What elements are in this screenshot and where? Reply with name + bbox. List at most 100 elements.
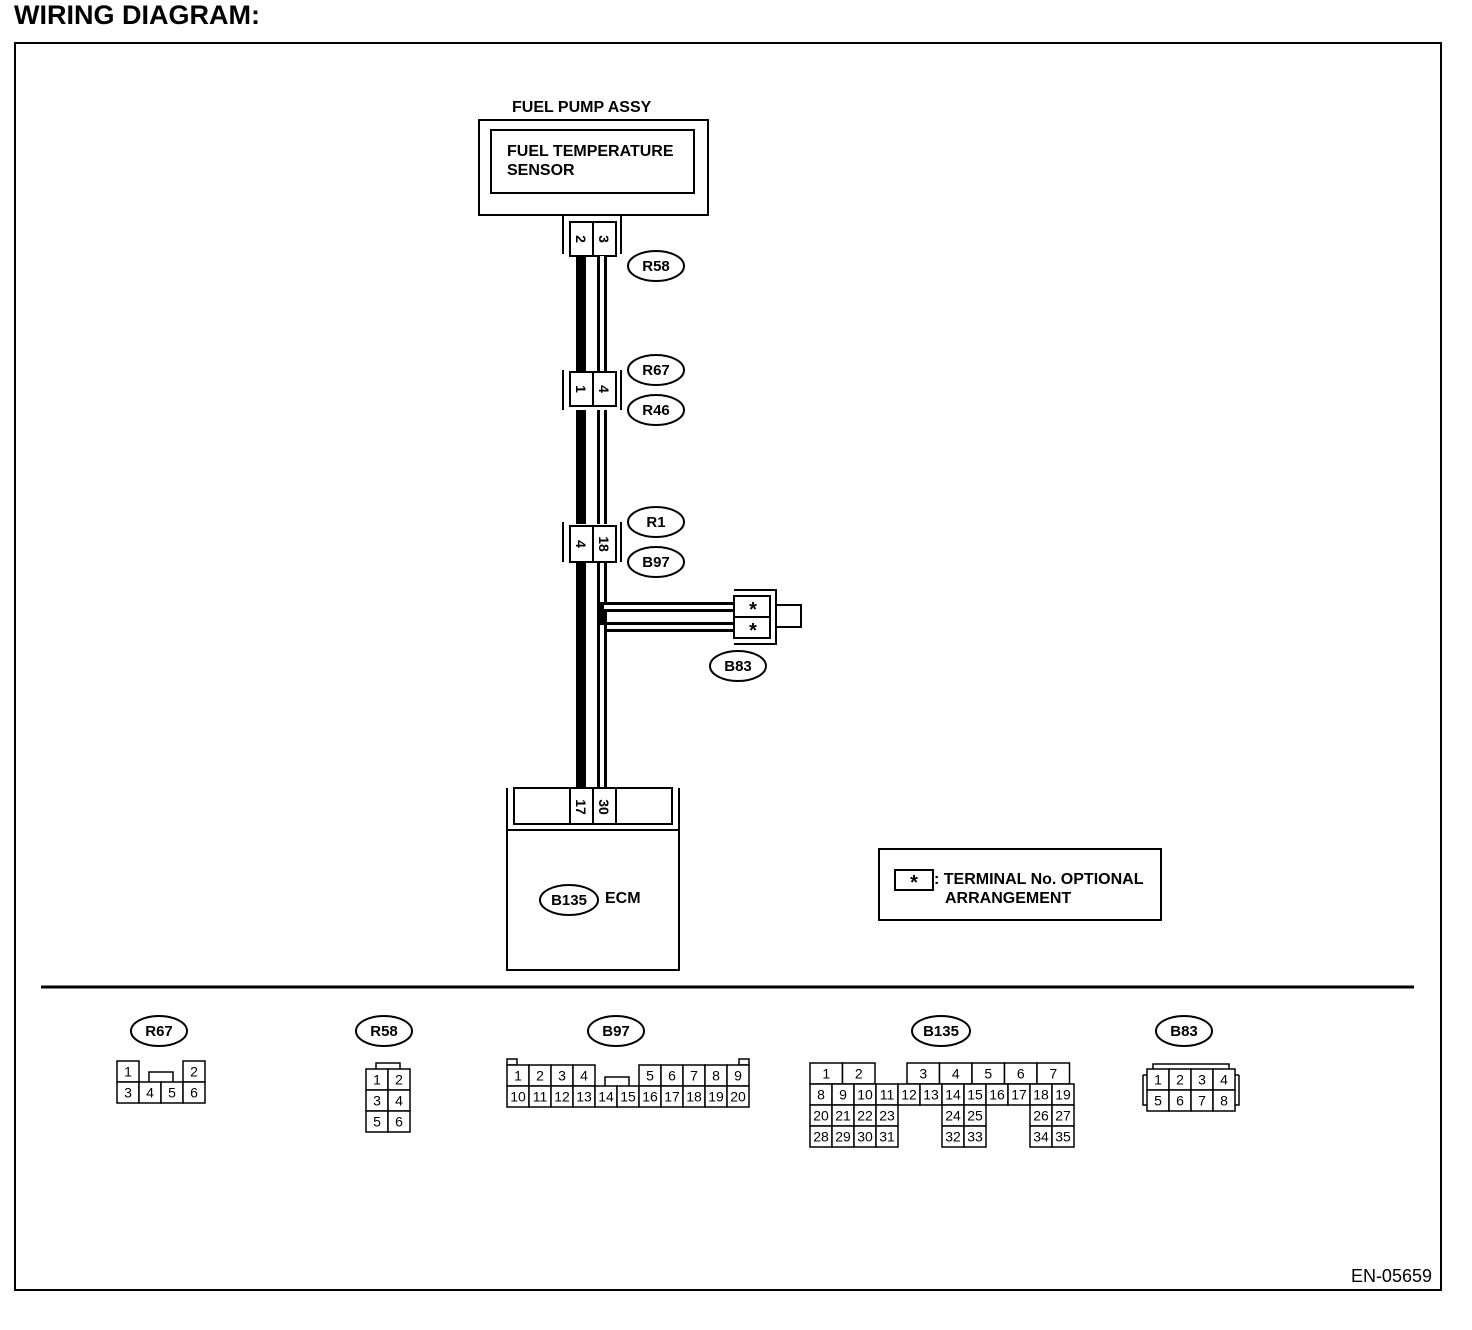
- b97-latch-right: [738, 1058, 750, 1066]
- connector-r58: 2 3: [562, 215, 622, 257]
- b135-pin-35-cell: [1051, 1125, 1075, 1148]
- b135-pin-4: 4: [952, 1066, 960, 1082]
- fuel-pump-assy-box: [478, 119, 709, 216]
- b97-pin-11: 11: [533, 1089, 548, 1105]
- b135-pin-6: 6: [1017, 1066, 1025, 1082]
- b97-oval: [627, 546, 685, 578]
- r46-oval: [627, 394, 685, 426]
- b135-pin-5: 5: [984, 1066, 992, 1082]
- b135-pin-26: 26: [1033, 1108, 1049, 1124]
- b97-label: B97: [642, 554, 670, 571]
- r58-pin-5: 5: [373, 1114, 381, 1130]
- r67-pin-1: 1: [124, 1064, 132, 1080]
- b97-pin-16: 16: [642, 1089, 658, 1105]
- b135-pin-14: 14: [945, 1087, 961, 1103]
- b135-pin-33-cell: [963, 1125, 987, 1148]
- b83-pin-2: 2: [1176, 1072, 1184, 1088]
- sensor-label-line2: SENSOR: [507, 162, 575, 179]
- diagram-frame: [14, 42, 1442, 1291]
- legend-box: * : TERMINAL No. OPTIONAL ARRANGEMENT: [878, 848, 1162, 921]
- figure-code: EN-05659: [1351, 1266, 1432, 1286]
- b97-pin-12: 12: [554, 1089, 570, 1105]
- page-title: WIRING DIAGRAM:: [14, 0, 260, 30]
- b135-pin-10: 10: [857, 1087, 873, 1103]
- b97-pin-3: 3: [558, 1068, 566, 1084]
- view-r67-oval: [130, 1015, 188, 1047]
- r58-pin-6: 6: [395, 1114, 403, 1130]
- b83-pin-a: *: [749, 599, 757, 621]
- b135-pin-31-cell: [875, 1125, 899, 1148]
- b135-pin-1: 1: [822, 1066, 830, 1082]
- b135-pin-21: 21: [835, 1108, 851, 1124]
- r67-pin-3: 3: [124, 1085, 132, 1101]
- connector-b83: * *: [733, 589, 802, 645]
- r1-label: R1: [646, 514, 665, 531]
- r67-oval: [627, 354, 685, 386]
- b97-latch-left: [506, 1058, 518, 1066]
- b135-pin-9: 9: [839, 1087, 847, 1103]
- r67-pin-6: 6: [190, 1085, 198, 1101]
- connector-r67-r46: 1 4: [562, 370, 622, 410]
- legend-line2: ARRANGEMENT: [945, 890, 1071, 907]
- b97-pin-2: 2: [536, 1068, 544, 1084]
- b83-pin-4: 4: [1220, 1072, 1228, 1088]
- b83-oval: [709, 650, 767, 682]
- connector-outline: [1152, 1063, 1230, 1069]
- b135-pin-11: 11: [880, 1087, 895, 1103]
- b97-pin-15: 15: [620, 1089, 636, 1105]
- b135-pin-22: 22: [857, 1108, 873, 1124]
- r67-pin-6-cell: [182, 1081, 206, 1104]
- connector-outline: [604, 1076, 630, 1086]
- sensor-label-line1: FUEL TEMPERATURE: [507, 143, 674, 160]
- b135-label: B135: [551, 892, 587, 909]
- view-b83-oval: [1155, 1015, 1213, 1047]
- b97-pin-18: 18: [686, 1089, 702, 1105]
- view-r58-label: R58: [370, 1023, 398, 1040]
- b135-pin-32: 32: [945, 1129, 961, 1145]
- b135-pin-34: 34: [1033, 1129, 1049, 1145]
- b97-pin-7: 7: [690, 1068, 698, 1084]
- b83-pin-8: 8: [1220, 1093, 1228, 1109]
- b97-pin-4: 4: [580, 1068, 588, 1084]
- connector-outline: [1235, 1075, 1240, 1106]
- r58-label: R58: [642, 258, 670, 275]
- r1-pin-a: 4: [573, 540, 589, 548]
- fuel-temperature-sensor-box: [490, 129, 695, 194]
- r67-pin-a: 1: [573, 385, 589, 393]
- b83-pin-8-cell: [1212, 1089, 1236, 1112]
- b135-pin-3: 3: [919, 1066, 927, 1082]
- b83-pin-7: 7: [1198, 1093, 1206, 1109]
- ecm-pin-a: 17: [573, 799, 589, 815]
- b135-pin-8: 8: [817, 1087, 825, 1103]
- b135-pin-2: 2: [855, 1066, 863, 1082]
- b135-pin-17: 17: [1011, 1087, 1027, 1103]
- fuel-pump-assy-label: FUEL PUMP ASSY: [512, 99, 652, 116]
- b135-pin-15: 15: [967, 1087, 983, 1103]
- b97-pin-20: 20: [730, 1089, 746, 1105]
- connector-outline: [375, 1062, 401, 1069]
- b97-pin-9: 9: [734, 1068, 742, 1084]
- b97-pin-6: 6: [668, 1068, 676, 1084]
- b97-pin-5: 5: [646, 1068, 654, 1084]
- b135-pin-25: 25: [967, 1108, 983, 1124]
- view-b97-label: B97: [602, 1023, 630, 1040]
- r58-pin-4: 4: [395, 1093, 403, 1109]
- b83-pin-1: 1: [1154, 1072, 1162, 1088]
- view-b135-label: B135: [923, 1023, 959, 1040]
- connector-outline: [1142, 1075, 1147, 1106]
- r58-pin-a: 2: [573, 235, 589, 243]
- connector-outline: [148, 1071, 174, 1082]
- r1-pin-b: 18: [596, 536, 612, 552]
- b97-pin-13: 13: [576, 1089, 592, 1105]
- b97-pin-8: 8: [712, 1068, 720, 1084]
- r58-pin-2: 2: [395, 1072, 403, 1088]
- legend-line1: : TERMINAL No. OPTIONAL: [934, 871, 1144, 888]
- view-r67-label: R67: [145, 1023, 173, 1040]
- b83-pin-b: *: [749, 620, 757, 642]
- b83-pin-3: 3: [1198, 1072, 1206, 1088]
